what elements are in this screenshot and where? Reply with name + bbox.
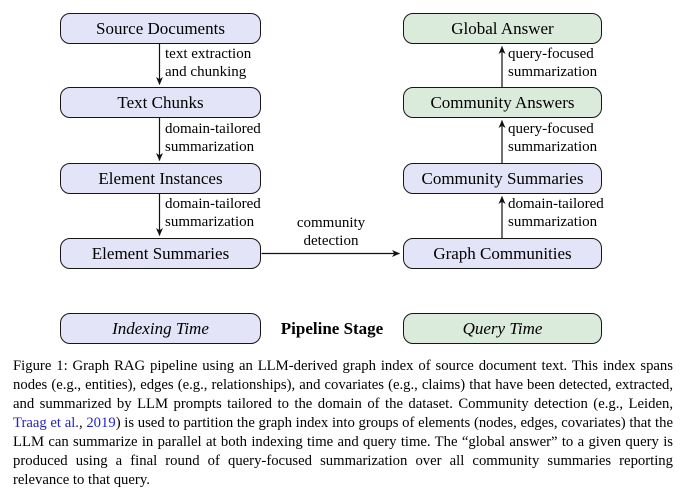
flow-node-global-answer: Global Answer [403,13,602,44]
flow-node-community-summaries: Community Summaries [403,163,602,194]
edge-label-community-detection: community detection [296,215,366,249]
caption-text: , [78,415,87,431]
caption-text: ) is used to partition the graph index i… [13,415,673,488]
edge-label-text-extraction-chunking: text extraction and chunking [165,46,252,80]
edge-label-domain-tailored-summarization-1: domain-tailored summarization [165,121,261,155]
pipeline-stage-label: Pipeline Stage [280,319,384,338]
flow-node-community-answers: Community Answers [403,87,602,118]
caption-text: Figure 1: Graph RAG pipeline using an LL… [13,358,673,412]
flow-node-element-summaries: Element Summaries [60,238,261,269]
citation-link[interactable]: Traag et al. [13,415,79,431]
edge-label-domain-tailored-summarization-3: domain-tailored summarization [508,196,604,230]
flow-node-query-time: Query Time [403,313,602,344]
edge-label-query-focused-summarization-1: query-focused summarization [508,46,598,80]
flow-node-element-instances: Element Instances [60,163,261,194]
flow-node-graph-communities: Graph Communities [403,238,602,269]
figure-caption: Figure 1: Graph RAG pipeline using an LL… [13,357,673,490]
citation-link[interactable]: 2019 [86,415,116,431]
flow-node-indexing-time: Indexing Time [60,313,261,344]
edge-label-domain-tailored-summarization-2: domain-tailored summarization [165,196,261,230]
edge-label-query-focused-summarization-2: query-focused summarization [508,121,598,155]
flow-node-source-documents: Source Documents [60,13,261,44]
flow-node-text-chunks: Text Chunks [60,87,261,118]
